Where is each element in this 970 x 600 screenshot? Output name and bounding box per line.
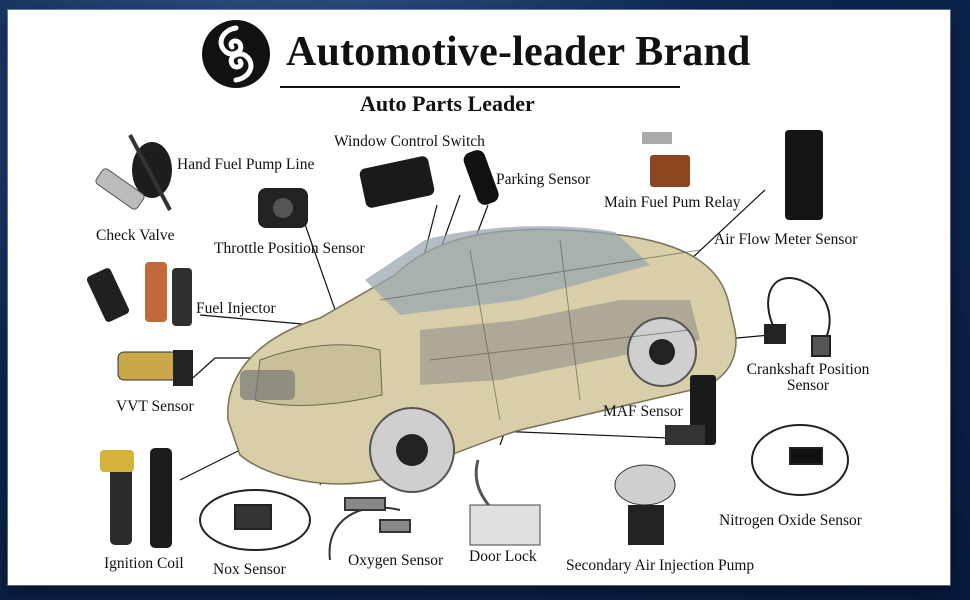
label-air-flow-meter-sensor: Air Flow Meter Sensor [714,231,858,248]
label-crankshaft-line1: Crankshaft Position [746,361,870,378]
oxygen-sensor-part [328,497,411,561]
maf-sensor-part [665,375,716,445]
label-ignition-coil: Ignition Coil [104,555,184,572]
title-divider [280,86,680,88]
label-secondary-air-injection-pump: Secondary Air Injection Pump [566,557,755,574]
window-control-switch-part [359,156,435,208]
nox-sensor-part [199,489,311,551]
label-window-control-switch: Window Control Switch [334,133,485,150]
fuel-injector-part [86,262,192,326]
throttle-position-sensor-part [258,188,308,228]
door-lock-part [469,459,541,546]
nitrogen-oxide-sensor-part [751,424,849,496]
label-main-fuel-pump-relay: Main Fuel Pum Relay [604,194,741,211]
label-nitrogen-oxide-sensor: Nitrogen Oxide Sensor [719,512,862,529]
vvt-sensor-part [117,350,193,386]
label-check-valve: Check Valve [96,227,175,244]
check-valve-part [95,168,145,210]
ignition-coil-part [100,448,172,548]
label-door-lock: Door Lock [469,548,537,565]
hand-fuel-pump-line-part [128,134,172,211]
label-parking-sensor: Parking Sensor [496,171,591,188]
main-fuel-pump-relay-part [642,132,690,187]
brand-logo [202,20,270,88]
parking-sensor-part [463,150,499,205]
car-illustration [227,226,737,493]
crankshaft-position-sensor-part [764,277,831,357]
label-crankshaft-line2: Sensor [786,377,830,395]
label-hand-fuel-pump-line: Hand Fuel Pump Line [177,156,315,173]
secondary-air-injection-pump-part [614,464,676,545]
label-crankshaft-position-sensor: Crankshaft Position Sensor [738,361,878,395]
label-fuel-injector: Fuel Injector [196,300,276,317]
label-maf-sensor: MAF Sensor [603,403,683,420]
brand-subtitle: Auto Parts Leader [360,91,535,116]
label-nox-sensor: Nox Sensor [213,561,286,578]
label-vvt-sensor: VVT Sensor [116,398,194,415]
air-flow-meter-sensor-part [785,130,823,220]
brand-title: Automotive-leader Brand [286,29,751,75]
label-throttle-position-sensor: Throttle Position Sensor [214,240,365,257]
label-oxygen-sensor: Oxygen Sensor [348,552,444,569]
